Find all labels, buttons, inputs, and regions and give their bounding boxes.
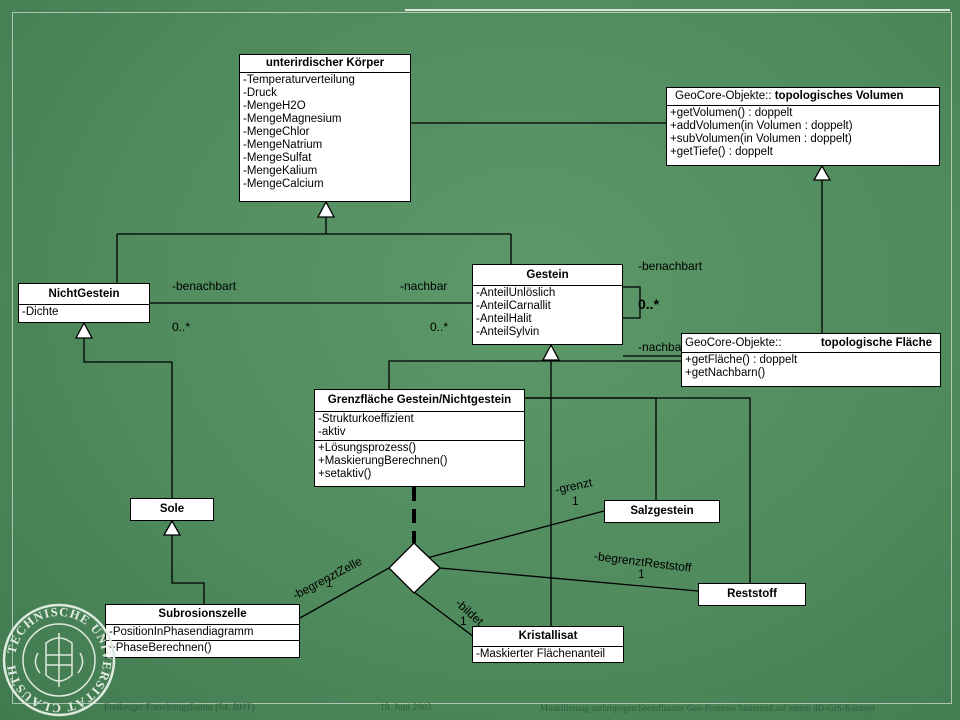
attribute-list: -Dichte: [19, 305, 149, 320]
class-topologische-flaeche[interactable]: GeoCore-Objekte::topologische Fläche +ge…: [681, 333, 941, 387]
attribute: -MengeSulfat: [243, 152, 312, 164]
role-nachbar-mid: -nachbar: [400, 279, 448, 293]
class-prefix: GeoCore-Objekte::: [675, 90, 775, 102]
method-list: +getVolumen() : doppelt +addVolumen(in V…: [667, 106, 939, 160]
class-name: unterirdischer Körper: [240, 55, 410, 73]
class-header: GeoCore-Objekte::topologische Fläche: [682, 334, 940, 353]
footer-left: Freiberger Forschungsforum (54. BHT): [104, 703, 255, 713]
multiplicity-begrenztreststoff: 1: [638, 567, 645, 581]
attribute-list: -PositionInPhasendiagramm: [106, 625, 299, 641]
class-name: Grenzfläche Gestein/Nichtgestein: [315, 390, 524, 412]
method: +Lösungsprozess(): [318, 442, 417, 454]
class-unterirdischer-koerper[interactable]: unterirdischer Körper -Temperaturverteil…: [239, 54, 411, 202]
attribute: -Maskierter Flächenanteil: [476, 648, 606, 660]
footer-date: 19. Juni 2003: [380, 703, 432, 713]
class-prefix: GeoCore-Objekte::: [685, 337, 782, 349]
method: +getNachbarn(): [685, 367, 766, 379]
attribute-list: -Strukturkoeffizient -aktiv: [315, 412, 524, 441]
triangle-volumen: [812, 164, 832, 181]
multiplicity-bildet: 1: [460, 614, 467, 628]
attribute: -Druck: [243, 87, 277, 99]
class-subrosionszelle[interactable]: Subrosionszelle -PositionInPhasendiagram…: [105, 604, 300, 658]
attribute: -aktiv: [318, 426, 346, 438]
multiplicity-begrenztzelle: 1: [326, 576, 333, 590]
attribute: -PositionInPhasendiagramm: [109, 626, 254, 638]
attribute: -AnteilHalit: [476, 313, 532, 325]
role-benachbart-left: -benachbart: [172, 279, 237, 293]
attribute: -MengeCalcium: [243, 178, 324, 190]
attribute-list: -Temperaturverteilung -Druck -MengeH2O -…: [240, 73, 410, 192]
attribute: -MengeNatrium: [243, 139, 323, 151]
class-salzgestein[interactable]: Salzgestein: [604, 500, 720, 523]
gen-subrosion-sole: [171, 535, 205, 604]
method: +PhaseBerechnen(): [109, 642, 212, 654]
attribute: -MengeH2O: [243, 100, 306, 112]
class-name: Kristallisat: [473, 627, 623, 647]
triangle-koerper: [316, 200, 336, 218]
role-benachbart-right: -benachbart: [638, 259, 703, 273]
attribute: -MengeKalium: [243, 165, 318, 177]
assoc-diamond-kristallisat: [413, 591, 475, 638]
university-seal-logo: TECHNISCHE UNIVERSITÄT CLAUSTHAL: [2, 603, 116, 717]
footer-right: Modellierung anthropogen beeinflusster G…: [540, 703, 876, 713]
method: +getFläche() : doppelt: [685, 354, 798, 366]
class-name: topologische Fläche: [820, 337, 932, 349]
method-list: +Lösungsprozess() +MaskierungBerechnen()…: [315, 441, 524, 482]
attribute: -AnteilUnlöslich: [476, 287, 556, 299]
class-topologisches-volumen[interactable]: GeoCore-Objekte:: topologisches Volumen …: [666, 87, 940, 166]
method: +getTiefe() : doppelt: [670, 146, 773, 158]
method: +MaskierungBerechnen(): [318, 455, 448, 467]
n-ary-diamond: [388, 542, 441, 594]
class-grenzflaeche[interactable]: Grenzfläche Gestein/Nichtgestein -Strukt…: [314, 389, 525, 487]
class-sole[interactable]: Sole: [130, 498, 214, 521]
class-header: GeoCore-Objekte:: topologisches Volumen: [667, 88, 939, 106]
method: +subVolumen(in Volumen : doppelt): [670, 133, 852, 145]
assoc-diamond-reststoff: [439, 567, 699, 592]
attribute: -Temperaturverteilung: [243, 74, 355, 86]
class-name: Salzgestein: [630, 505, 694, 517]
triangle-nichtgestein: [74, 321, 94, 339]
attribute-list: -Maskierter Flächenanteil: [473, 647, 623, 662]
multiplicity-self: 0..*: [638, 296, 660, 312]
class-name: Sole: [159, 503, 185, 515]
class-name: topologisches Volumen: [774, 90, 904, 102]
attribute: -Strukturkoeffizient: [318, 413, 414, 425]
class-reststoff[interactable]: Reststoff: [698, 583, 806, 606]
attribute: -MengeMagnesium: [243, 113, 342, 125]
attribute: -MengeChlor: [243, 126, 310, 138]
method: +addVolumen(in Volumen : doppelt): [670, 120, 853, 132]
class-name: Reststoff: [727, 588, 777, 600]
attribute: -AnteilSylvin: [476, 326, 540, 338]
triangle-sole: [162, 519, 182, 536]
attribute: -Dichte: [22, 306, 59, 318]
assoc-gestein-self: [623, 286, 641, 319]
class-gestein[interactable]: Gestein -AnteilUnlöslich -AnteilCarnalli…: [472, 264, 623, 345]
attribute-list: -AnteilUnlöslich -AnteilCarnallit -Antei…: [473, 286, 622, 340]
gen-reststoff-gestein: [525, 397, 751, 583]
role-nachbar-right: -nachba: [638, 340, 682, 354]
multiplicity-mid: 0..*: [430, 320, 449, 334]
method-list: +getFläche() : doppelt +getNachbarn(): [682, 353, 940, 381]
method: +setaktiv(): [318, 468, 372, 480]
triangle-gestein: [541, 343, 561, 361]
class-name: NichtGestein: [19, 284, 149, 305]
assoc-diamond-subrosion: [299, 567, 390, 619]
class-nichtgestein[interactable]: NichtGestein -Dichte: [18, 283, 150, 323]
class-name: Gestein: [473, 265, 622, 286]
multiplicity-left: 0..*: [172, 320, 191, 334]
class-kristallisat[interactable]: Kristallisat -Maskierter Flächenanteil: [472, 626, 624, 663]
gen-grenzflaeche-gestein: [388, 360, 681, 389]
top-rule: [405, 9, 950, 11]
attribute: -AnteilCarnallit: [476, 300, 551, 312]
method-list: +PhaseBerechnen(): [106, 641, 299, 656]
slide-frame: [12, 12, 952, 704]
method: +getVolumen() : doppelt: [670, 107, 793, 119]
class-name: Subrosionszelle: [106, 605, 299, 625]
multiplicity-grenzt: 1: [572, 494, 579, 508]
gen-sole-nichtgestein: [83, 338, 173, 498]
